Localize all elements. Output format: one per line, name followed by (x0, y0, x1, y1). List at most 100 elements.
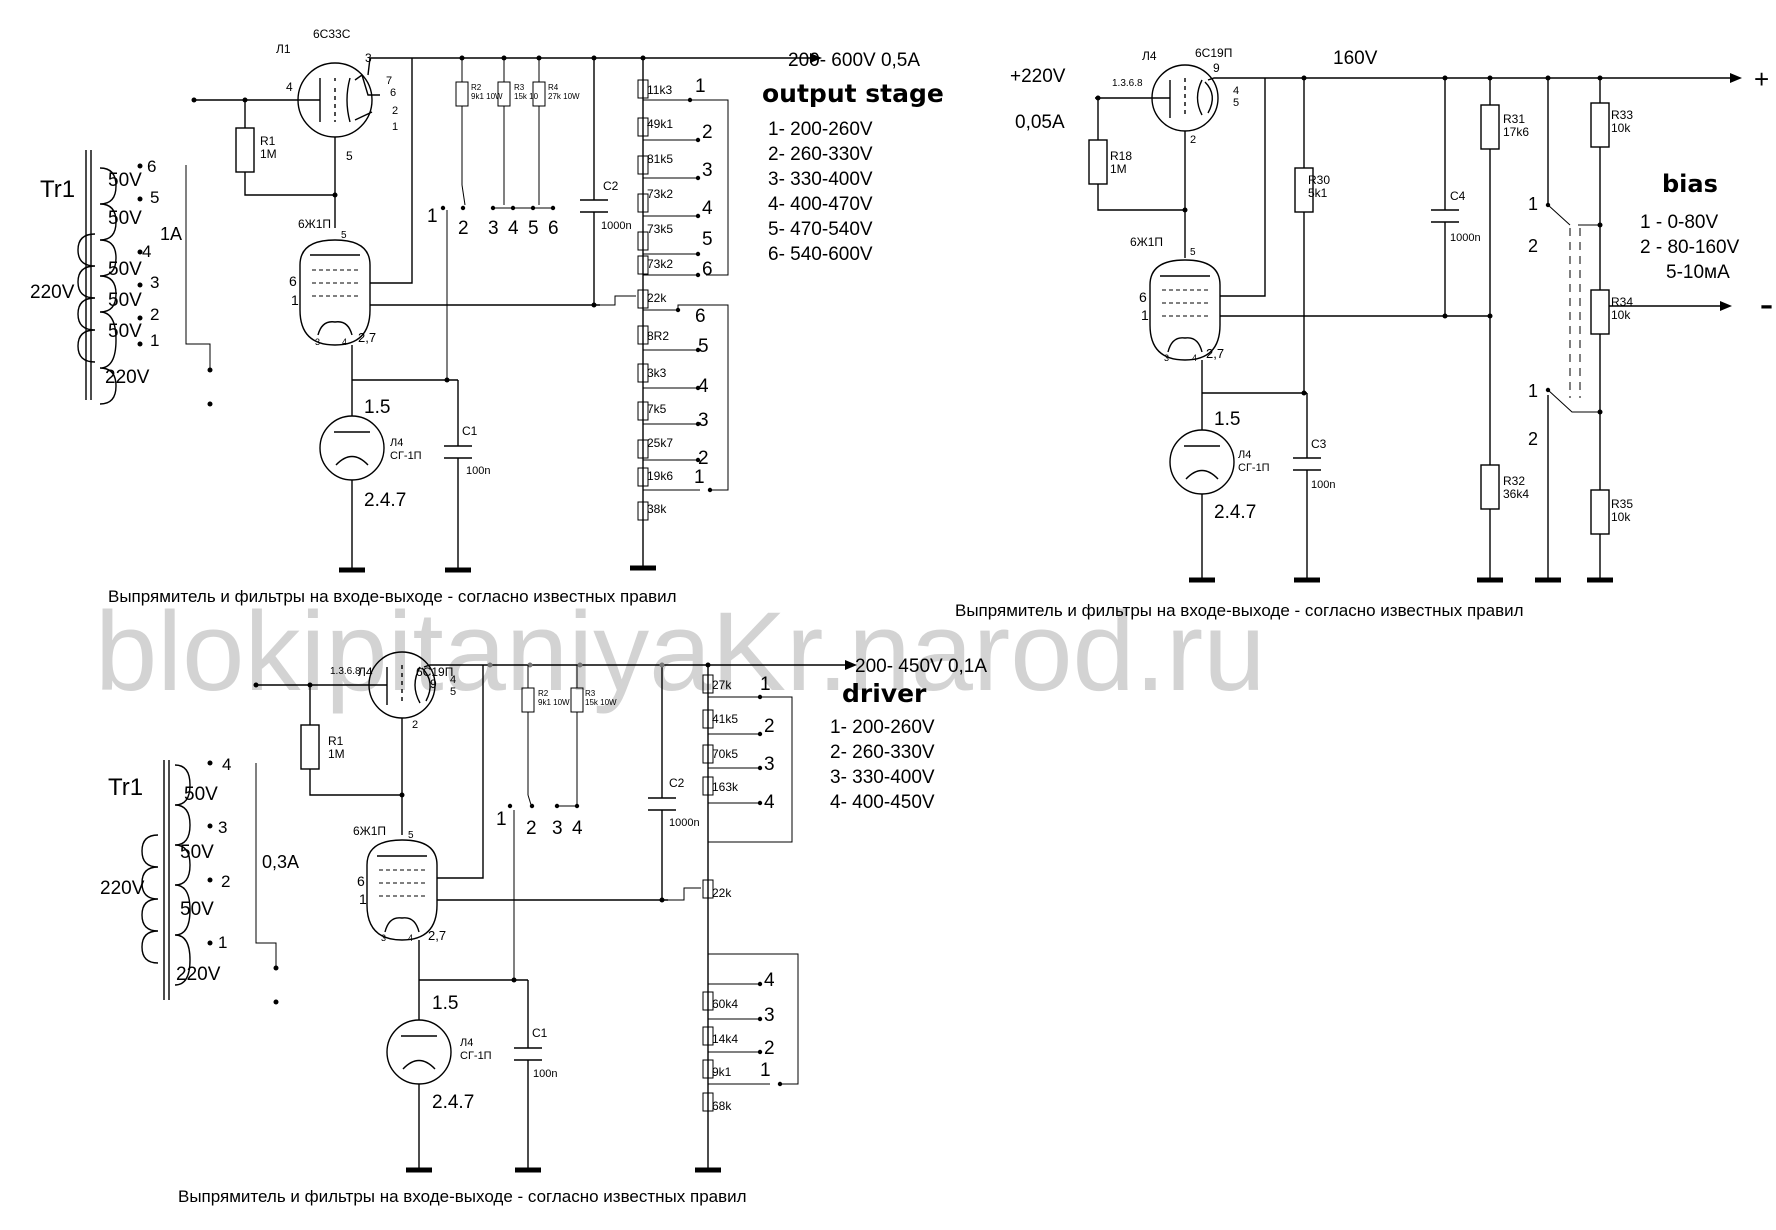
bias-input-current: 0,05A (1015, 112, 1065, 133)
tube-name: Л4 (460, 1037, 473, 1049)
chain-tap: 1 (694, 467, 705, 488)
range-item: 1 - 0-80V (1640, 212, 1718, 233)
resistors-r2-r4: R2 9k1 10W R3 15k 10 R4 27k 10W (455, 55, 580, 206)
resistors-r2-r3-driver: R2 9k1 10W R3 15k 10W 1 2 3 4 (487, 662, 617, 980)
tube-6zh1p: 6Ж1П 5 6 1 3 4 2,7 (289, 58, 600, 380)
chain-r: 73k2 (647, 187, 673, 201)
tr-tap: 5 (150, 188, 159, 207)
tube-type: 6Ж1П (1130, 235, 1163, 249)
tube-name: Л4 (1142, 49, 1157, 63)
r4-value: 27k 10W (548, 92, 580, 101)
resistor-r1-driver: R1 1M (300, 682, 405, 798)
output-stage-circuit: Tr1 220V 50V 50V 50V 50V 50V 220V 6 5 4 … (30, 27, 944, 606)
chain-tap: 6 (695, 306, 706, 327)
driver-out-label: 200- 450V 0,1A (855, 656, 987, 677)
chain-mid: 22k (712, 886, 732, 900)
tube-name: Л4 (390, 437, 403, 449)
chain-tap: 3 (698, 410, 709, 431)
chain-tap: 1 (760, 1060, 771, 1081)
resistors-r31-r32: R31 17k6 R32 36k4 (1477, 75, 1529, 583)
output-stage-title: output stage (762, 79, 944, 108)
output-stage-out-label: 200- 600V 0,5A (788, 50, 920, 71)
tube-pin: 9 (1213, 61, 1220, 75)
r3-name: R3 (514, 83, 525, 92)
chain-tap: 2 (698, 448, 709, 469)
c3-name: C3 (1311, 437, 1327, 451)
tube-pin: 2 (412, 719, 418, 731)
c1-name: C1 (532, 1026, 548, 1040)
tube-type: 6Ж1П (353, 824, 386, 838)
chain-tap: 5 (702, 229, 713, 250)
tube-name: Л4 (358, 665, 373, 679)
r2-value: 9k1 10W (538, 698, 570, 707)
tube-pin: 4 (342, 337, 347, 347)
tr-primary: 220V (100, 878, 145, 899)
bias-circuit: +220V 0,05A 160V Л4 6С19П 9 1.3.6.8 4 5 … (955, 46, 1773, 620)
tr-primary: 220V (30, 282, 75, 303)
range-item: 3- 330-400V (768, 169, 873, 190)
driver-circuit: Tr1 220V 50V 50V 50V 220V 4 3 2 1 0,3A Л… (100, 651, 987, 1206)
tr-name: Tr1 (108, 774, 143, 801)
r18-value: 1M (1110, 162, 1127, 176)
tube-pin: 6 (1139, 289, 1147, 305)
tr-current: 0,3A (262, 852, 299, 872)
driver-stabilizer: C1 100n 1.5 Л4 СГ-1П 2.4.7 (386, 977, 557, 1173)
tr-tap: 3 (218, 818, 227, 837)
tube-pin: 6 (390, 87, 396, 99)
switch-num: 4 (572, 818, 583, 839)
r34-name: R34 (1611, 295, 1633, 309)
resistor-r18: R18 1M (1088, 95, 1188, 213)
tube-pin: 5 (1233, 97, 1239, 109)
tr-tap: 4 (222, 755, 231, 774)
tr-tap: 2 (150, 305, 159, 324)
r31-value: 17k6 (1503, 125, 1529, 139)
r32-value: 36k4 (1503, 487, 1529, 501)
switch-num: 1 (1528, 194, 1538, 214)
tube-pin: 2 (1190, 134, 1196, 146)
tube-pin: 1 (1141, 307, 1149, 323)
tube-pin: 2,7 (1206, 346, 1224, 361)
chain-r: 41k5 (712, 712, 738, 726)
r2-value: 9k1 10W (471, 92, 503, 101)
tr-sec-label: 50V (108, 208, 142, 229)
bias-title: bias (1662, 170, 1718, 198)
c3-value: 100n (1311, 479, 1335, 491)
chain-tap: 1 (760, 674, 771, 695)
range-item: 3- 330-400V (830, 767, 935, 788)
tr-name: Tr1 (40, 176, 75, 203)
chain-r: 163k (712, 780, 739, 794)
range-item: 2 - 80-160V (1640, 237, 1740, 258)
tube-type: 6С19П (416, 665, 453, 679)
r30-value: 5k1 (1308, 186, 1328, 200)
tube-type: 6С19П (1195, 46, 1232, 60)
tr-current: 1A (160, 224, 182, 244)
switch-output: 1 2 3 4 5 6 (427, 205, 559, 380)
c2-name: C2 (669, 776, 685, 790)
r33-value: 10k (1611, 121, 1631, 135)
chain-tap: 3 (702, 160, 713, 181)
chain-tap: 6 (702, 259, 713, 280)
tube-type: СГ-1П (1238, 462, 1270, 474)
switch-num: 1 (1528, 381, 1538, 401)
r4-name: R4 (548, 83, 559, 92)
switch-num: 5 (528, 218, 539, 239)
tube-name: Л1 (276, 42, 291, 56)
chain-r: 14k4 (712, 1032, 738, 1046)
tube-pin: 6 (357, 873, 365, 889)
r1-value: 1M (260, 147, 277, 161)
tube-pin: 4 (1233, 85, 1239, 97)
r30-name: R30 (1308, 173, 1330, 187)
tr-tap: 1 (150, 331, 159, 350)
tube-pin: 2.4.7 (432, 1092, 474, 1113)
tr-tap: 6 (147, 157, 156, 176)
switch-num: 6 (548, 218, 559, 239)
transformer-tr1: Tr1 220V 50V 50V 50V 50V 50V 220V 6 5 4 … (30, 150, 213, 407)
r35-name: R35 (1611, 497, 1633, 511)
tube-type: 6Ж1П (298, 217, 331, 231)
tr-sec-label: 50V (180, 899, 214, 920)
resistor-r1: R1 1M (235, 97, 338, 198)
tube-6zh1p-bias: 6Ж1П 5 6 1 3 4 2,7 (1130, 78, 1490, 393)
tr-sec-label: 220V (176, 964, 221, 985)
r33-name: R33 (1611, 108, 1633, 122)
chain-r: 73k2 (647, 257, 673, 271)
